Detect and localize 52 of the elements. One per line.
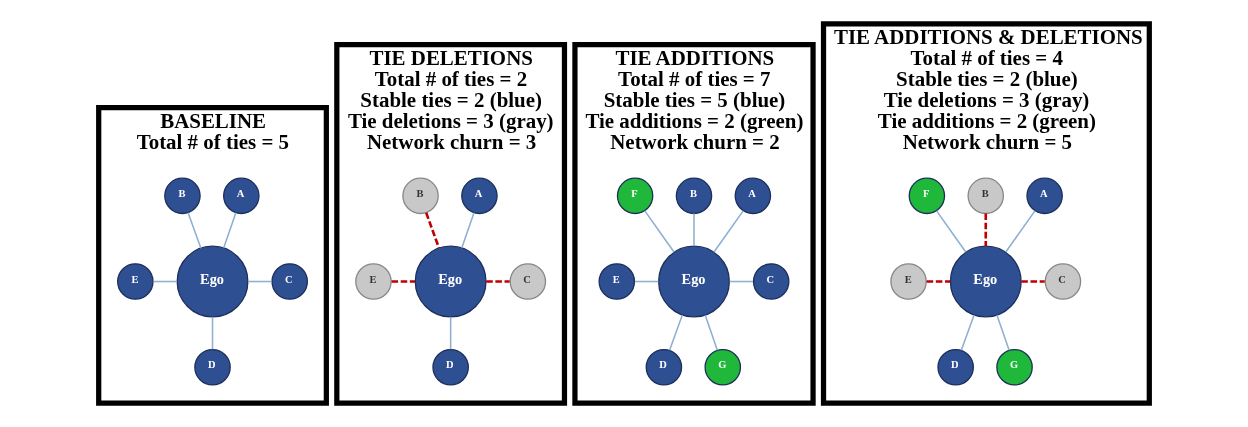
connector bbox=[935, 210, 967, 253]
node-circle: G bbox=[704, 348, 742, 386]
node-circle: A bbox=[461, 177, 498, 215]
connector bbox=[1021, 280, 1045, 283]
connector bbox=[984, 213, 988, 246]
connector bbox=[960, 314, 975, 351]
connector bbox=[634, 280, 660, 283]
node-circle: B bbox=[967, 177, 1005, 215]
node-circle: B bbox=[164, 177, 201, 215]
node-circle: F bbox=[908, 177, 946, 215]
connector bbox=[425, 212, 441, 249]
node-circle: A bbox=[734, 177, 772, 215]
node-circle: Ego bbox=[176, 245, 249, 318]
connector bbox=[486, 280, 510, 283]
node-circle: B bbox=[402, 177, 439, 215]
connector bbox=[1004, 210, 1036, 253]
connector bbox=[211, 316, 214, 350]
node-circle: D bbox=[432, 348, 469, 386]
node-circle: C bbox=[271, 263, 309, 300]
node-circle: B bbox=[675, 177, 713, 215]
connector bbox=[222, 212, 237, 249]
node-circle: Ego bbox=[414, 245, 487, 318]
node-circle: C bbox=[509, 263, 547, 300]
connector bbox=[461, 212, 475, 249]
node-circle: E bbox=[598, 263, 636, 300]
connector bbox=[996, 314, 1010, 351]
node-circle: D bbox=[194, 348, 231, 386]
connector bbox=[187, 212, 202, 249]
node-circle: E bbox=[355, 263, 392, 300]
node-circle: Ego bbox=[658, 245, 730, 318]
connector bbox=[449, 316, 452, 350]
connector bbox=[247, 280, 273, 283]
node-circle: E bbox=[117, 263, 154, 300]
node-circle: A bbox=[223, 177, 260, 215]
connector bbox=[713, 210, 744, 253]
connector bbox=[152, 280, 178, 283]
connector bbox=[926, 280, 951, 283]
node-circle: E bbox=[890, 263, 927, 300]
node-circle: C bbox=[752, 263, 790, 300]
connector bbox=[693, 212, 695, 247]
node-circle: A bbox=[1026, 177, 1063, 215]
node-circle: C bbox=[1044, 263, 1082, 300]
connector bbox=[704, 314, 719, 351]
connector bbox=[668, 314, 684, 351]
node-circle: D bbox=[645, 348, 683, 386]
connector bbox=[728, 280, 754, 283]
connector bbox=[644, 210, 675, 253]
connector bbox=[391, 280, 416, 283]
node-circle: D bbox=[937, 348, 974, 386]
node-circle: F bbox=[616, 177, 654, 215]
node-circle: Ego bbox=[949, 245, 1022, 318]
node-circle: G bbox=[996, 348, 1033, 386]
